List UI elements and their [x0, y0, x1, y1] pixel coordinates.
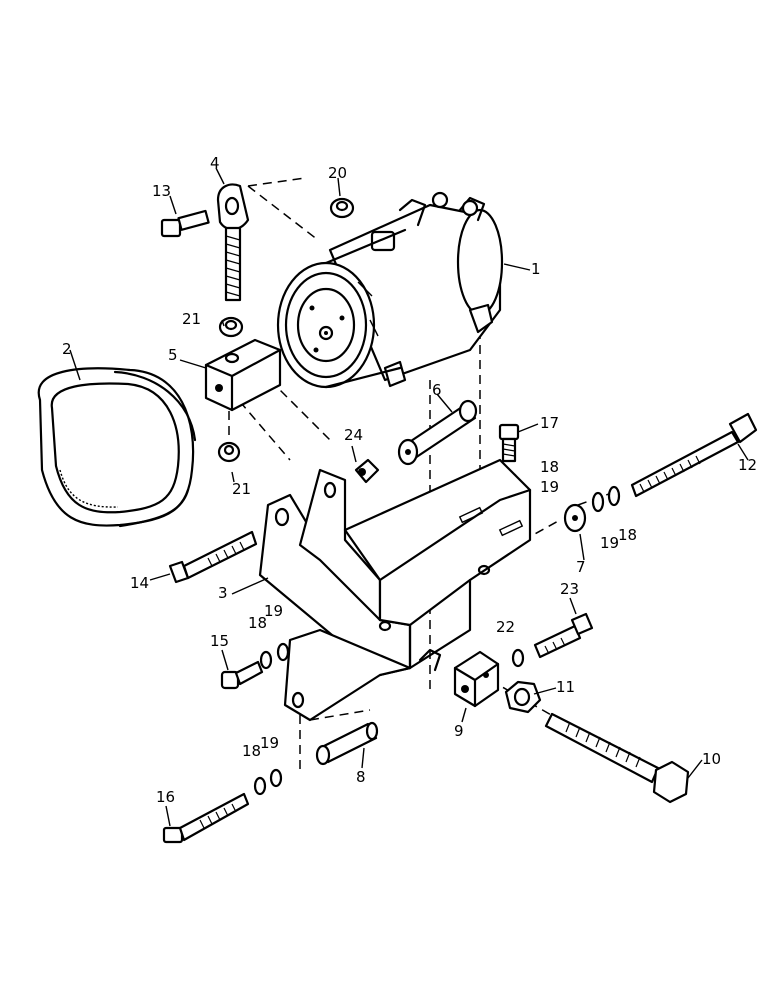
- leader-lines: [69, 167, 749, 827]
- callout-4: 4: [210, 154, 220, 172]
- compressor: [276, 191, 504, 389]
- callout-19-b: 19: [600, 534, 619, 552]
- callout-18-d: 18: [242, 742, 261, 760]
- bolt-17: [498, 423, 520, 463]
- bolt-23: [533, 612, 594, 659]
- washers-12: [591, 485, 621, 513]
- adjusting-eyebolt: [216, 183, 250, 302]
- block-9: [453, 650, 500, 708]
- large-bolt-10: [544, 712, 690, 804]
- callout-20: 20: [328, 164, 347, 182]
- spacer-7: [563, 503, 587, 533]
- bolt-15: [220, 642, 290, 690]
- callout-7: 7: [576, 558, 586, 576]
- callout-14: 14: [130, 574, 149, 592]
- callout-labels: 1 2 3 4 5 6 7 8 9 10 11 12 13 14 15 16 1…: [62, 154, 757, 806]
- callout-18-a: 18: [540, 458, 559, 476]
- callout-10: 10: [702, 750, 721, 768]
- callout-12: 12: [738, 456, 757, 474]
- callout-23: 23: [560, 580, 579, 598]
- v-belt: [37, 367, 197, 528]
- bracket-3: [258, 458, 532, 722]
- callout-19-c: 19: [264, 602, 283, 620]
- callout-5: 5: [168, 346, 178, 364]
- bolt-13: [160, 209, 210, 238]
- washer-22: [511, 648, 525, 668]
- nut-20: [329, 197, 355, 219]
- callout-6: 6: [432, 381, 442, 399]
- callout-24: 24: [344, 426, 363, 444]
- bolt-16: [162, 768, 283, 844]
- callout-11: 11: [556, 678, 575, 696]
- callout-3: 3: [218, 584, 228, 602]
- long-bolt-12: [630, 412, 758, 498]
- callout-8: 8: [356, 768, 366, 786]
- callout-15: 15: [210, 632, 229, 650]
- callout-18-b: 18: [618, 526, 637, 544]
- nut-24: [354, 458, 380, 484]
- callout-19-a: 19: [540, 478, 559, 496]
- block-5: [204, 338, 282, 412]
- bolt-14: [168, 530, 258, 584]
- callout-16: 16: [156, 788, 175, 806]
- callout-13: 13: [152, 182, 171, 200]
- callout-21-a: 21: [182, 310, 201, 328]
- callout-19-d: 19: [260, 734, 279, 752]
- pin-6: [397, 399, 478, 466]
- callout-2: 2: [62, 340, 72, 358]
- callout-18-c: 18: [248, 614, 267, 632]
- callout-21-b: 21: [232, 480, 251, 498]
- callout-1: 1: [531, 260, 541, 278]
- callout-22: 22: [496, 618, 515, 636]
- callout-9: 9: [454, 722, 464, 740]
- nuts-21: [217, 316, 244, 463]
- callout-17: 17: [540, 414, 559, 432]
- nut-11: [504, 680, 542, 714]
- sleeve-8: [315, 721, 379, 766]
